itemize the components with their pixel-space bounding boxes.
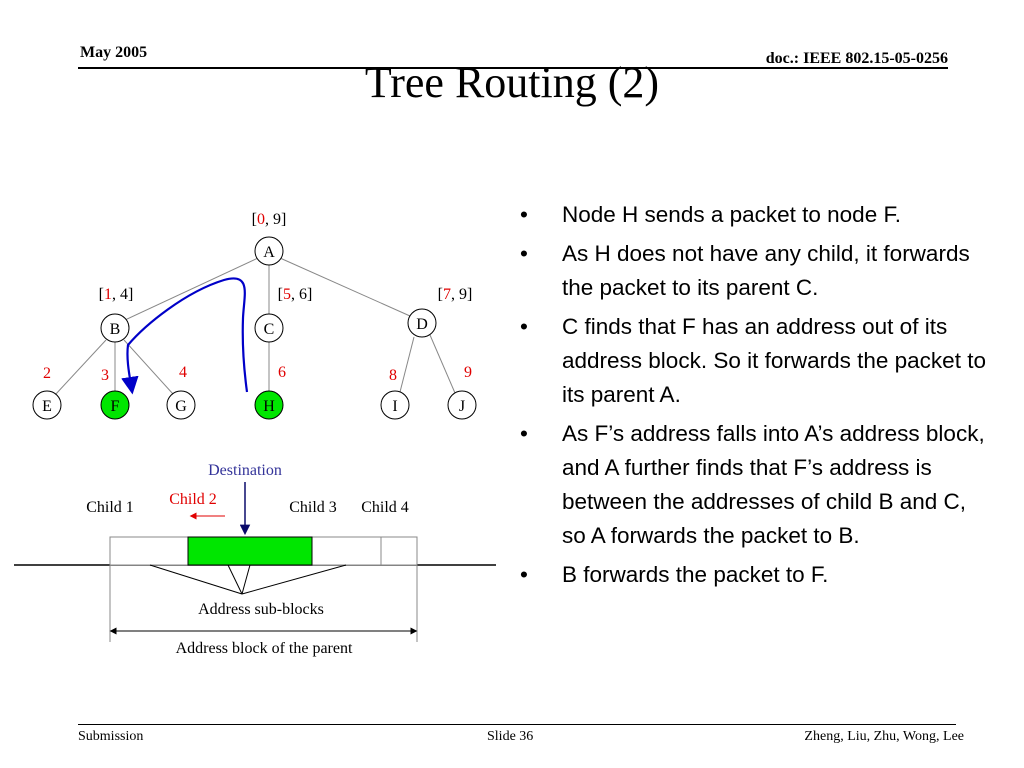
node-i [380,390,410,420]
address-i: 8 [389,367,397,384]
node-label-a: A [263,244,275,261]
node-label-g: G [175,398,187,415]
child4-label: Child 4 [361,499,409,516]
address-f: 3 [101,367,109,384]
slide-title: Tree Routing (2) [364,58,660,107]
range-b: [1, 4] [99,286,134,303]
node-d [407,308,437,338]
edge-a-b [124,257,259,321]
node-j [447,390,477,420]
footer-slide-number: Slide 36 [487,729,534,744]
sub-blocks-label: Address sub-blocks [198,601,324,618]
tree-edges [54,257,456,396]
range-a: [0, 9] [252,211,287,228]
node-label-b: B [110,321,121,338]
parent-block-label: Address block of the parent [176,640,353,657]
node-b [100,313,130,343]
route-arrow [121,277,249,395]
bullet-list: Node H sends a packet to node F. As H do… [520,198,990,597]
child2-label: Child 2 [169,491,217,508]
node-label-e: E [42,398,52,415]
edge-b-e [54,339,107,396]
child2-block [187,536,313,566]
edge-b-g [123,339,174,395]
header-divider [78,67,948,69]
node-label-j: J [459,398,465,415]
node-g [166,390,196,420]
address-g: 4 [179,364,187,381]
address-j: 9 [464,364,472,381]
footer-authors: Zheng, Liu, Zhu, Wong, Lee [804,729,964,744]
node-label-f: F [111,398,120,415]
footer-divider [78,724,956,725]
edge-d-i [399,336,415,393]
edge-d-j [429,334,456,394]
node-a [254,236,284,266]
child3-label: Child 3 [289,499,337,516]
node-h [254,390,284,420]
bullet-item: As F’s address falls into A’s address bl… [520,417,990,553]
range-c: [5, 6] [278,286,313,303]
bullet-item: Node H sends a packet to node F. [520,198,990,232]
header-document-id: doc.: IEEE 802.15-05-0256 [765,50,948,67]
child1-label: Child 1 [86,499,134,516]
bullet-item: C finds that F has an address out of its… [520,310,990,412]
bullet-item: B forwards the packet to F. [520,558,990,592]
sub-block-pointer-lines [149,564,347,595]
address-e: 2 [43,365,51,382]
address-block-diagram: Destination Child 2 Child 1 Child 3 Chil… [14,462,496,657]
footer-submission: Submission [78,729,144,744]
bullet-item: As H does not have any child, it forward… [520,237,990,305]
range-d: [7, 9] [438,286,473,303]
node-label-d: D [416,316,428,333]
node-label-h: H [263,398,275,415]
destination-label: Destination [208,462,282,479]
tree-nodes [32,236,477,420]
node-label-c: C [264,321,275,338]
address-h: 6 [278,364,286,381]
node-f [100,390,130,420]
node-label-i: I [392,398,397,415]
edge-a-d [279,257,411,317]
header-date: May 2005 [80,44,148,61]
node-c [254,313,284,343]
node-e [32,390,62,420]
